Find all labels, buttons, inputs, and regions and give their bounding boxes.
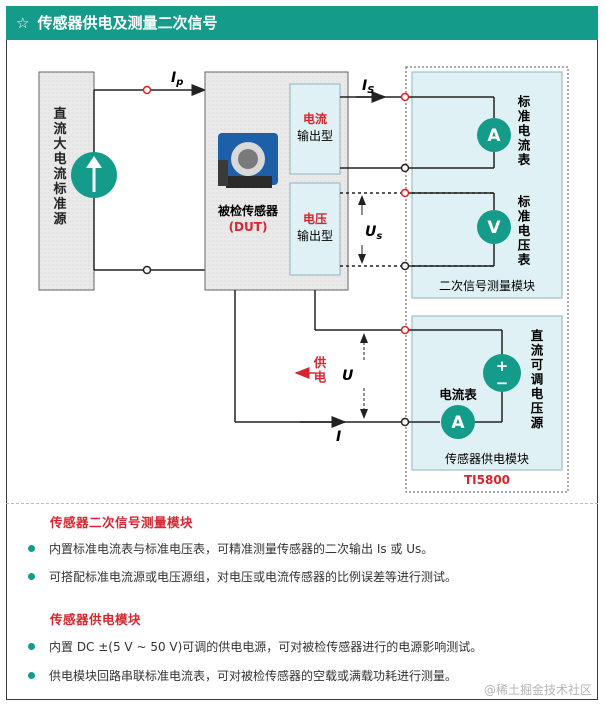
- dut-sublabel: (DUT): [229, 220, 268, 234]
- current-output-type: 输出型: [297, 128, 333, 143]
- terminal: [142, 265, 152, 275]
- std-ammeter-symbol: [477, 118, 511, 152]
- list-item: 可搭配标准电流源或电压源组，对电压或电流传感器的比例误差等进行测试。: [28, 568, 457, 585]
- terminal: [400, 261, 410, 271]
- section-header: ☆ 传感器供电及测量二次信号: [6, 6, 598, 40]
- dut-label: 被检传感器: [218, 203, 279, 218]
- supply-arrow-label: 供电: [313, 355, 327, 385]
- terminal: [400, 417, 410, 427]
- supply-ammeter-label: 电流表: [439, 387, 477, 402]
- section1-title: 传感器二次信号测量模块: [50, 515, 194, 530]
- std-ammeter-letter: A: [487, 126, 501, 146]
- source-arrow-head: [86, 156, 102, 168]
- voltage-output-panel: [289, 182, 341, 276]
- u-label: U: [342, 368, 354, 384]
- supply-module-label: 传感器供电模块: [445, 451, 529, 466]
- sensor-image: [218, 133, 278, 188]
- current-output-label: 电流: [303, 111, 327, 126]
- std-voltmeter-letter: V: [487, 218, 501, 238]
- source-label: 直流大电流标准源: [52, 106, 66, 227]
- bullet-dot-icon: [28, 643, 35, 650]
- adj-supply-label: 直流可调电压源: [531, 328, 544, 430]
- bullet-dot-icon: [28, 545, 35, 552]
- secondary-module: [411, 71, 563, 299]
- header-title: 传感器供电及测量二次信号: [37, 14, 218, 32]
- is-label: IS: [362, 78, 374, 96]
- watermark: @稀土掘金技术社区: [483, 683, 592, 697]
- us-label: Us: [365, 224, 382, 242]
- section2-title: 传感器供电模块: [50, 612, 142, 627]
- secondary-module-label: 二次信号测量模块: [439, 279, 535, 293]
- ip-label: Ip: [171, 70, 183, 88]
- bullet-dot-icon: [28, 672, 35, 679]
- supply-module: [411, 315, 563, 471]
- voltage-output-type: 输出型: [297, 228, 333, 243]
- section-divider: [6, 503, 598, 504]
- list-item: 内置 DC ±(5 V ~ 50 V)可调的供电电源，可对被检传感器进行的电源影…: [28, 638, 482, 655]
- terminal: [400, 92, 410, 102]
- terminal: [400, 325, 410, 335]
- std-ammeter-label: 标准电流表: [517, 94, 531, 167]
- plus-sign: +: [496, 357, 509, 375]
- adj-supply-symbol: [483, 354, 521, 392]
- terminal: [400, 163, 410, 173]
- minus-sign: −: [496, 374, 509, 392]
- current-output-panel: [289, 83, 341, 175]
- star-icon: ☆: [16, 14, 30, 32]
- std-voltmeter-label: 标准电压表: [517, 194, 531, 267]
- terminal: [142, 85, 152, 95]
- terminal: [400, 188, 410, 198]
- std-voltmeter-symbol: [477, 210, 511, 244]
- notes-section: 传感器二次信号测量模块 内置标准电流表与标准电压表，可精准测量传感器的二次输出 …: [6, 505, 598, 695]
- supply-ammeter-symbol: [441, 405, 475, 439]
- ti5800-outline: [405, 66, 569, 493]
- bullet-dot-icon: [28, 573, 35, 580]
- device-model: TI5800: [464, 473, 510, 487]
- voltage-output-label: 电压: [303, 211, 327, 226]
- list-item: 内置标准电流表与标准电压表，可精准测量传感器的二次输出 Is 或 Us。: [28, 540, 433, 557]
- list-item: 供电模块回路串联标准电流表，可对被检传感器的空载或满载功耗进行测量。: [28, 667, 457, 684]
- supply-ammeter-letter: A: [451, 413, 465, 433]
- i-label: I: [336, 429, 341, 445]
